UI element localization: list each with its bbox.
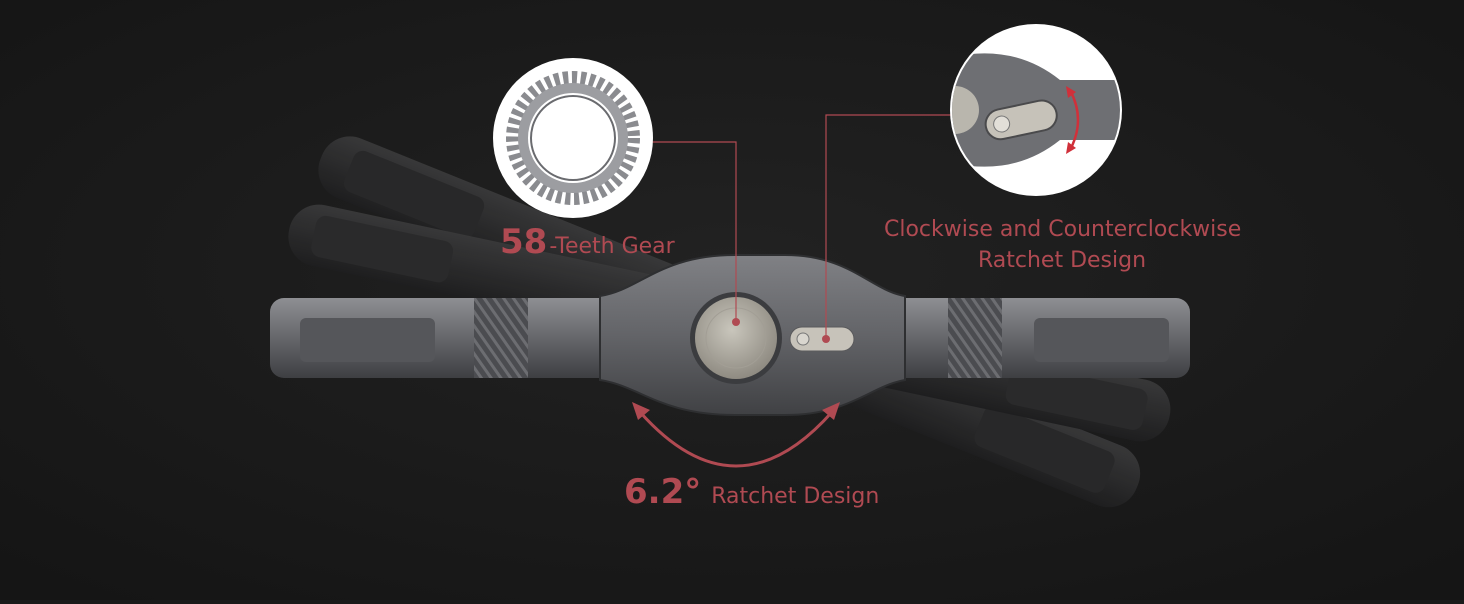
gear-callout (493, 58, 653, 218)
switch-detail-callout (950, 24, 1122, 196)
knurl-left (474, 298, 528, 378)
gear-teeth-text: -Teeth Gear (549, 234, 675, 259)
direction-label-line2: Ratchet Design (977, 248, 1147, 273)
direction-label-line1: Clockwise and Counterclockwise (884, 217, 1242, 242)
rotation-arc-icon (632, 402, 840, 468)
knurl-right (948, 298, 1002, 378)
ratchet-angle-value: 6.2° (624, 472, 702, 512)
ratchet-angle-label: 6.2° Ratchet Design (624, 472, 879, 512)
gear-teeth-value: 58 (500, 222, 548, 262)
gear-teeth-label: 58-Teeth Gear (500, 222, 675, 262)
gear-cap (695, 297, 777, 379)
wrench-head (599, 254, 906, 416)
ratchet-switch-icon (952, 53, 1120, 167)
gear-leader-line (652, 141, 737, 322)
gear-ring-icon (506, 71, 640, 205)
direction-label: Clockwise and Counterclockwise Ratchet D… (884, 214, 1242, 276)
switch-leader-line (825, 114, 958, 339)
ratchet-angle-text: Ratchet Design (711, 484, 880, 509)
